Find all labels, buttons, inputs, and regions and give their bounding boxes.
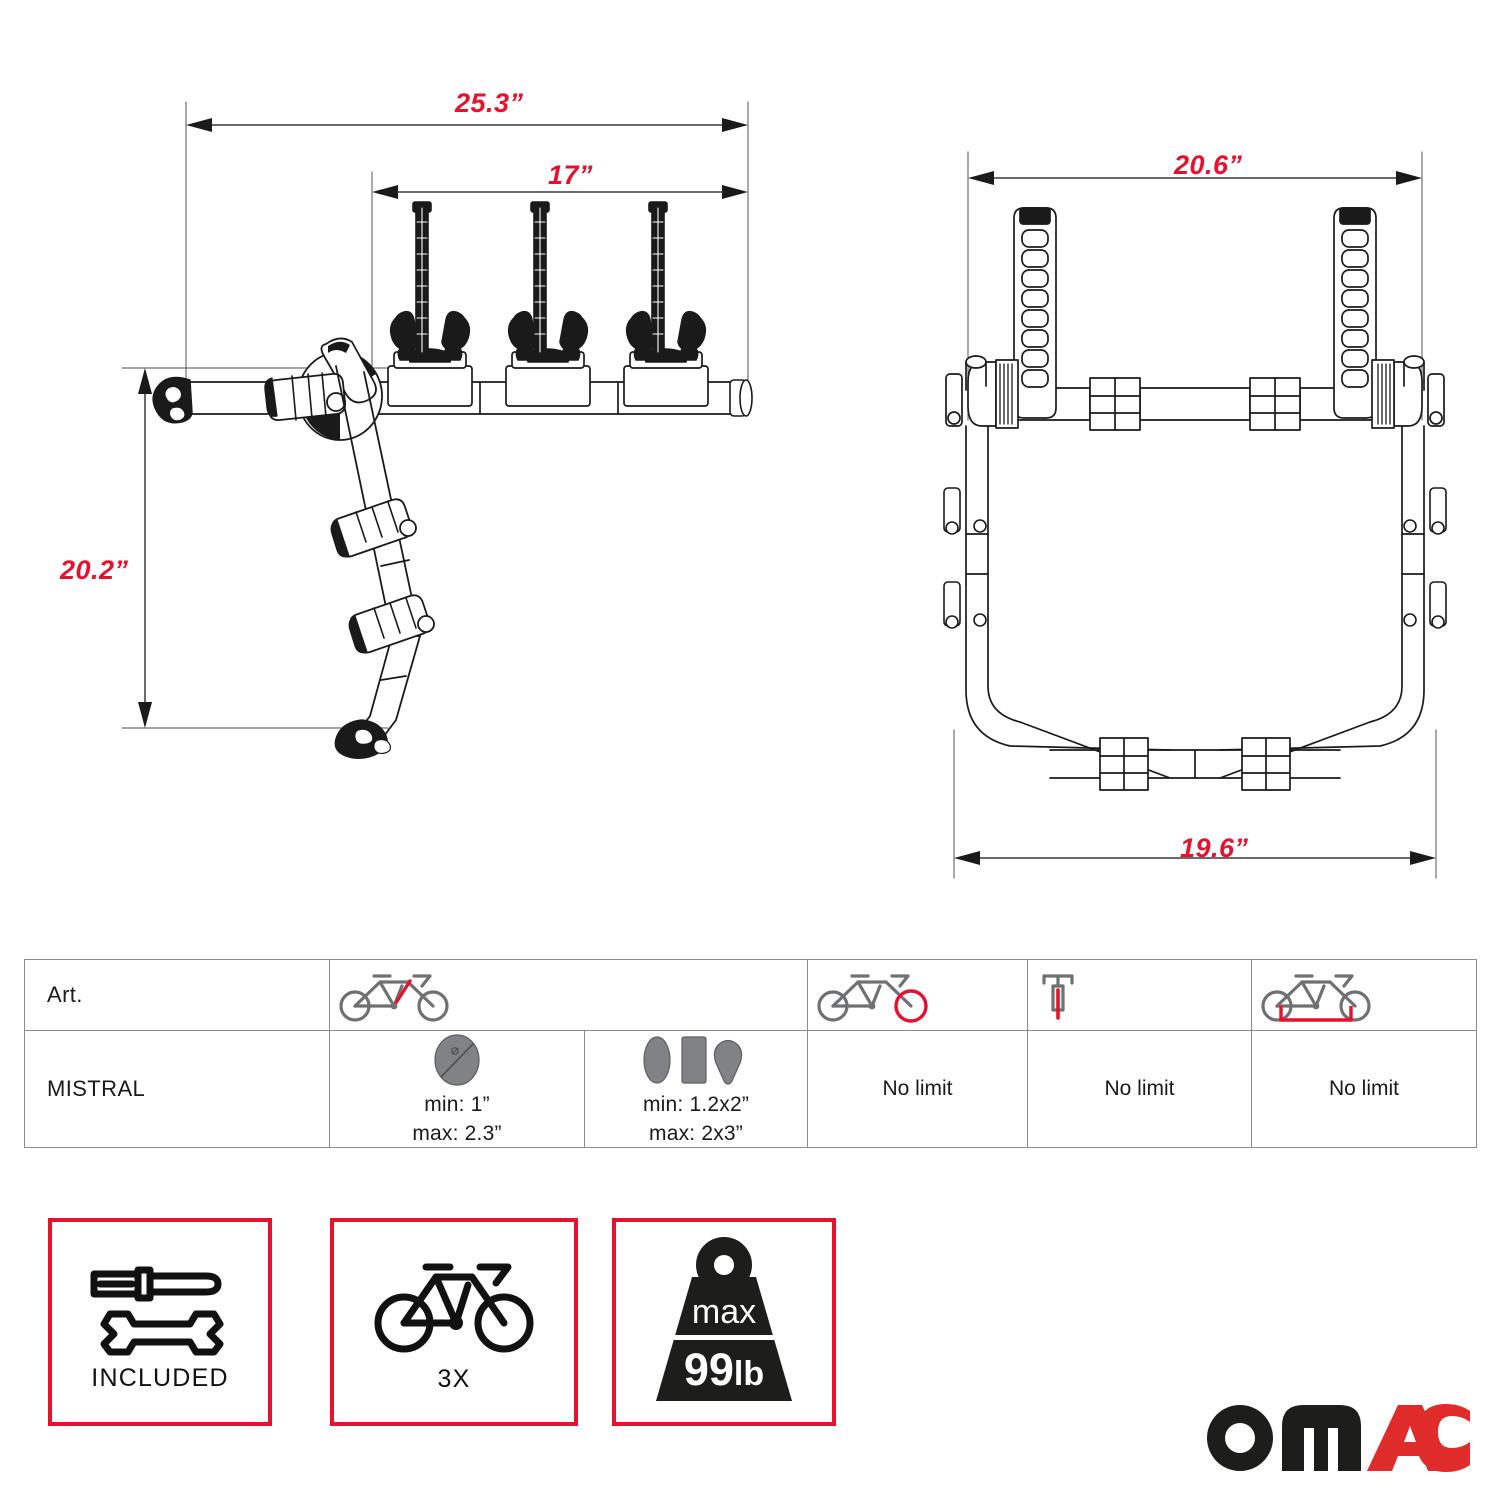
- omac-logo: [1204, 1398, 1470, 1478]
- frame-tube-max: max: 2.3”: [412, 1121, 502, 1145]
- table-header-row: Art.: [24, 959, 1477, 1031]
- bicycle-icon: [370, 1251, 538, 1357]
- frame-shape-spec-cell: min: 1.2x2” max: 2x3”: [584, 1030, 808, 1148]
- badge-quantity-label: 3X: [437, 1364, 471, 1393]
- table-row: MISTRAL min: 1” max: 2.3”: [24, 1030, 1477, 1148]
- weight-max-word: max: [692, 1293, 756, 1331]
- svg-text:99lb: 99lb: [684, 1344, 764, 1395]
- badge-included: INCLUDED: [48, 1218, 272, 1426]
- compatibility-table: Art.: [24, 959, 1477, 1148]
- weight-icon: max 99lb: [630, 1229, 818, 1415]
- seatpost-spec-cell: No limit: [1027, 1030, 1252, 1148]
- badge-max-weight: max 99lb: [612, 1218, 836, 1426]
- badge-quantity: 3X: [330, 1218, 578, 1426]
- wheelbase-spec-cell: No limit: [1251, 1030, 1477, 1148]
- weight-value: 99: [684, 1344, 734, 1395]
- side-view-diagram: [40, 80, 800, 840]
- frame-tube-spec-cell: min: 1” max: 2.3”: [329, 1030, 585, 1148]
- wheel-spec-cell: No limit: [807, 1030, 1028, 1148]
- dimension-rear-top-width: 20.6”: [1174, 150, 1243, 180]
- screwdriver-wrench-icon: [80, 1252, 240, 1356]
- bicycle-wheel-icon: [807, 959, 1028, 1031]
- table-header-art: Art.: [24, 959, 330, 1031]
- dimension-carrier-span: 17”: [548, 160, 594, 190]
- dimension-rear-bottom-width: 19.6”: [1180, 833, 1249, 863]
- badge-included-label: INCLUDED: [91, 1363, 229, 1392]
- bicycle-wheelbase-icon: [1251, 959, 1477, 1031]
- weight-unit: lb: [734, 1355, 764, 1393]
- frame-profile-shapes-icon: [640, 1031, 752, 1089]
- bicycle-seatpost-icon: [1027, 959, 1252, 1031]
- rear-view-diagram: [930, 130, 1460, 890]
- frame-shape-max: max: 2x3”: [649, 1121, 743, 1145]
- frame-shape-min: min: 1.2x2”: [642, 1093, 750, 1116]
- frame-tube-min: min: 1”: [424, 1093, 490, 1116]
- dimension-overall-height: 20.2”: [60, 555, 129, 585]
- product-name-cell: MISTRAL: [24, 1030, 330, 1148]
- bicycle-frame-tube-icon: [329, 959, 808, 1031]
- dimension-overall-width: 25.3”: [455, 88, 524, 118]
- round-tube-shape-icon: [427, 1031, 487, 1089]
